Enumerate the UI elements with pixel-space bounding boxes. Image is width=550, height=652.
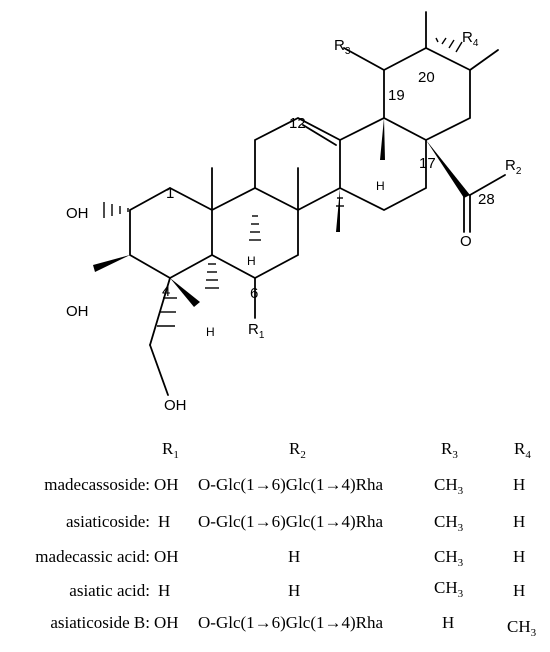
r3-value: CH3 bbox=[434, 547, 464, 569]
c12-number: 12 bbox=[289, 115, 306, 132]
wedge-bonds bbox=[93, 118, 470, 307]
r3-substituent: R3 bbox=[334, 37, 351, 57]
r1-value: H bbox=[158, 581, 171, 600]
hashed-bonds bbox=[103, 37, 463, 327]
r1-value: OH bbox=[154, 475, 179, 494]
compound-name: madecassoside: bbox=[44, 475, 150, 494]
r4-substituent: R4 bbox=[462, 29, 479, 49]
oh-c2-label: OH bbox=[66, 205, 89, 222]
compound-name: asiatic acid: bbox=[69, 581, 150, 600]
header-r2: R2 bbox=[289, 439, 306, 461]
h-c9-label: H bbox=[247, 254, 256, 268]
r2-substituent: R2 bbox=[505, 157, 522, 177]
r2-value: O-Glc(1→6)Glc(1→4)Rha bbox=[198, 475, 384, 494]
r2-value: H bbox=[288, 547, 301, 566]
r4-value: CH3 bbox=[507, 617, 537, 639]
compound-name: asiaticoside: bbox=[65, 512, 150, 531]
c4-number: 4 bbox=[162, 283, 170, 300]
h-c18-label: H bbox=[376, 179, 385, 193]
c28-number: 28 bbox=[478, 191, 495, 208]
r3-value: CH3 bbox=[434, 578, 464, 600]
c6-number: 6 bbox=[250, 285, 258, 302]
h-c5-label: H bbox=[206, 325, 215, 339]
r1-value: OH bbox=[154, 547, 179, 566]
r2-value: O-Glc(1→6)Glc(1→4)Rha bbox=[198, 512, 384, 531]
r3-value: CH3 bbox=[434, 512, 464, 534]
r4-value: H bbox=[513, 581, 526, 600]
skeleton-bonds bbox=[129, 11, 506, 396]
r4-value: H bbox=[513, 512, 526, 531]
r2-value: H bbox=[288, 581, 301, 600]
r1-value: OH bbox=[154, 613, 179, 632]
oh-c3-label: OH bbox=[66, 303, 89, 320]
r1-value: H bbox=[158, 512, 171, 531]
oh-ch2-label: OH bbox=[164, 397, 187, 414]
r4-value: H bbox=[513, 547, 526, 566]
compound-name: madecassic acid: bbox=[35, 547, 150, 566]
r2-value: O-Glc(1→6)Glc(1→4)Rha bbox=[198, 613, 384, 632]
r1-substituent: R1 bbox=[248, 321, 265, 341]
c1-number: 1 bbox=[166, 185, 174, 202]
compound-name: asiaticoside B: bbox=[50, 613, 150, 632]
header-r4: R4 bbox=[514, 439, 531, 461]
c17-number: 17 bbox=[419, 155, 436, 172]
r3-value: CH3 bbox=[434, 475, 464, 497]
r3-value: H bbox=[442, 613, 455, 632]
r4-value: H bbox=[513, 475, 526, 494]
c20-number: 20 bbox=[418, 69, 435, 86]
carbonyl-o-label: O bbox=[460, 233, 472, 250]
c19-number: 19 bbox=[388, 87, 405, 104]
header-r3: R3 bbox=[441, 439, 458, 461]
header-r1: R1 bbox=[162, 439, 179, 461]
